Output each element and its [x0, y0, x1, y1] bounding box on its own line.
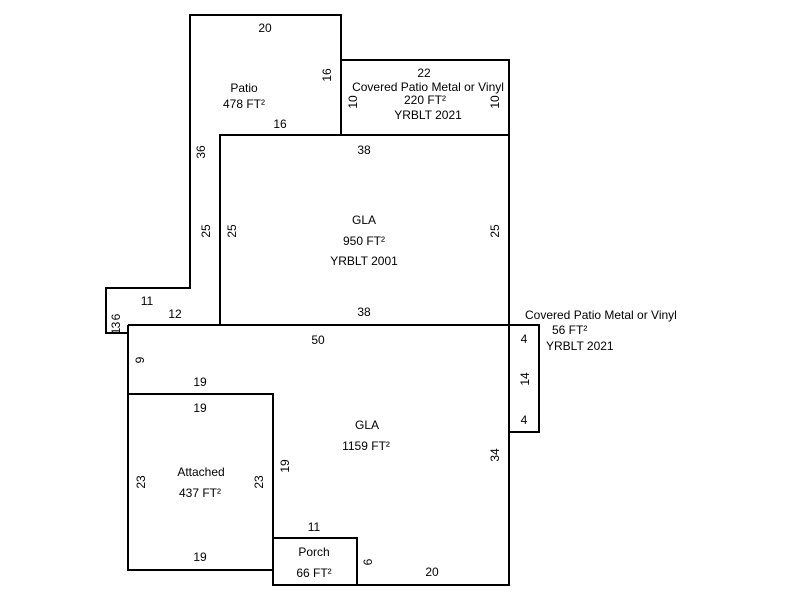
dim: 4: [521, 413, 528, 427]
dim: 19: [193, 401, 207, 415]
dim: 36: [194, 145, 208, 159]
patio-area: 478 FT²: [223, 97, 265, 111]
attached-area: 437 FT²: [179, 486, 221, 500]
dim: 20: [425, 565, 439, 579]
covered-patio-top-year: YRBLT 2021: [394, 108, 462, 122]
covered-patio-right-outline: [508, 324, 540, 433]
porch-area: 66 FT²: [296, 566, 331, 580]
dim: 16: [320, 68, 334, 82]
dim: 23: [134, 475, 148, 489]
gla-lower-area: 1159 FT²: [342, 439, 390, 453]
gla-upper-year: YRBLT 2001: [330, 254, 398, 268]
dim: 11: [308, 520, 321, 534]
dim: 38: [357, 143, 371, 157]
dim: 12: [168, 307, 182, 321]
dim: 9: [133, 356, 147, 363]
dim: 10: [346, 95, 360, 109]
dim: 19: [193, 550, 207, 564]
patio-outline: [105, 14, 342, 334]
gla-upper-outline: [219, 134, 510, 326]
dim: 34: [488, 448, 502, 462]
dim: 3: [109, 321, 123, 328]
porch-label: Porch: [298, 545, 329, 559]
dim: 6: [361, 558, 375, 565]
dim: 25: [225, 224, 239, 238]
dim: 22: [417, 66, 431, 80]
gla-lower-label: GLA: [355, 418, 379, 432]
dim: 16: [273, 117, 287, 131]
dim: 20: [258, 21, 272, 35]
gla-lower-outline: [128, 324, 510, 586]
covered-patio-right-label: Covered Patio Metal or Vinyl: [525, 308, 677, 322]
dim: 50: [311, 333, 325, 347]
gla-upper-area: 950 FT²: [343, 234, 385, 248]
dim: 1: [109, 327, 123, 334]
dim: 19: [278, 459, 292, 473]
dim: 6: [109, 313, 123, 320]
dim: 23: [252, 475, 266, 489]
dim: 38: [357, 305, 371, 319]
covered-patio-top-label: Covered Patio Metal or Vinyl: [352, 80, 504, 94]
dim: 19: [193, 375, 207, 389]
dim: 11: [141, 294, 154, 308]
dim: 25: [488, 224, 502, 238]
covered-patio-right-year: YRBLT 2021: [546, 339, 614, 353]
porch-outline: [272, 537, 358, 586]
attached-label: Attached: [177, 465, 224, 479]
attached-outline: [127, 393, 274, 571]
covered-patio-top-area: 220 FT²: [404, 93, 446, 107]
dim: 14: [518, 372, 532, 386]
dim: 4: [521, 332, 528, 346]
gla-upper-label: GLA: [352, 213, 376, 227]
covered-patio-right-area: 56 FT²: [552, 323, 587, 337]
dim: 25: [199, 224, 213, 238]
dim: 10: [488, 95, 502, 109]
patio-label: Patio: [230, 81, 258, 95]
